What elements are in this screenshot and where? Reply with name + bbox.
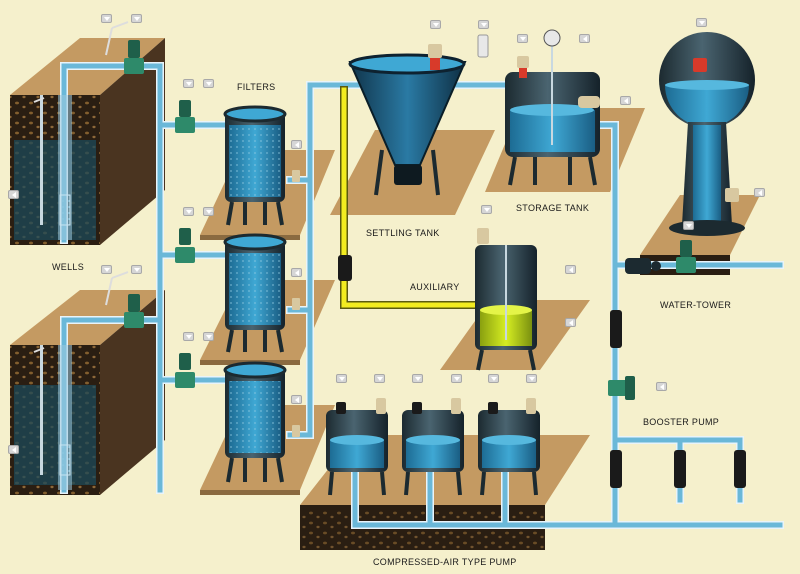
pump-tank-3	[478, 410, 540, 496]
storage-probe-icon	[543, 29, 561, 47]
dropdown-well-bottom-meter-button[interactable]	[131, 265, 142, 274]
storage-tank	[505, 45, 600, 186]
valve-filter-1-icon	[175, 100, 195, 133]
tower-pressure-sensor-icon	[725, 188, 739, 202]
dropdown-tower-valve-button[interactable]	[683, 221, 694, 230]
dropdown-filter-1-valve-button[interactable]	[183, 79, 194, 88]
auxiliary-tank	[475, 245, 537, 371]
dropdown-tower-top-button[interactable]	[696, 18, 707, 27]
side-well-bottom-button[interactable]	[8, 445, 19, 454]
dropdown-pump-3-gauge-button[interactable]	[526, 374, 537, 383]
aux-sensor-icon	[477, 228, 489, 244]
dropdown-well-bottom-button[interactable]	[101, 265, 112, 274]
dropdown-pump-2-sensor-button[interactable]	[412, 374, 423, 383]
tower-pump-icon	[625, 258, 661, 274]
dropdown-filter-2-valve-button[interactable]	[183, 207, 194, 216]
valve-well-top-icon	[124, 40, 144, 74]
side-filter-1-button[interactable]	[291, 140, 302, 149]
filter-2-sensor-icon	[292, 298, 300, 310]
pump-2-sensor-icon	[412, 402, 422, 414]
side-well-top-button[interactable]	[8, 190, 19, 199]
water-tower	[659, 32, 755, 236]
valve-filter-3-icon	[175, 353, 195, 388]
storage-sensor-icon	[517, 56, 529, 78]
dropdown-settling-level-button[interactable]	[478, 20, 489, 29]
label-water-tower: WATER-TOWER	[660, 300, 732, 310]
dropdown-well-top-meter-button[interactable]	[131, 14, 142, 23]
pump-1-sensor-icon	[336, 402, 346, 414]
pump-tank-2	[402, 410, 464, 496]
well-bottom	[33, 271, 129, 490]
settling-level-sensor-icon	[477, 34, 489, 58]
filter-tank-2	[223, 233, 287, 353]
pump-tank-1	[326, 410, 388, 496]
label-filters: FILTERS	[237, 82, 276, 92]
pump-3-gauge-icon	[526, 398, 536, 414]
dropdown-settling-sensor-button[interactable]	[430, 20, 441, 29]
well-top	[33, 21, 129, 240]
pump-3-sensor-icon	[488, 402, 498, 414]
sensor-icons	[292, 29, 739, 437]
label-compressed-air-pump: COMPRESSED-AIR TYPE PUMP	[373, 557, 517, 567]
dropdown-well-top-button[interactable]	[101, 14, 112, 23]
settling-sensor-icon	[428, 44, 442, 70]
label-settling-tank: SETTLING TANK	[366, 228, 440, 238]
dropdown-storage-sensor-button[interactable]	[517, 34, 528, 43]
filter-tank-1	[223, 105, 287, 226]
valve-filter-2-icon	[175, 228, 195, 263]
dropdown-pump-1-sensor-button[interactable]	[336, 374, 347, 383]
label-wells: WELLS	[52, 262, 85, 272]
tower-top-sensor-icon	[693, 58, 707, 72]
booster-pump-icon	[608, 376, 635, 400]
storage-level-switch-icon	[578, 96, 600, 108]
side-storage-probe-button[interactable]	[579, 34, 590, 43]
side-tower-pressure-button[interactable]	[754, 188, 765, 197]
pump-1-gauge-icon	[376, 398, 386, 414]
valve-tower-icon	[676, 240, 696, 273]
filter-tank-3	[223, 361, 287, 483]
side-storage-switch-button[interactable]	[620, 96, 631, 105]
dropdown-aux-sensor-button[interactable]	[481, 205, 492, 214]
dropdown-pump-3-sensor-button[interactable]	[488, 374, 499, 383]
side-booster-button[interactable]	[656, 382, 667, 391]
flow-meter-valve-icons	[124, 40, 696, 400]
settling-tank	[348, 53, 467, 196]
valve-well-bottom-icon	[124, 294, 144, 328]
dropdown-pump-1-gauge-button[interactable]	[374, 374, 385, 383]
dropdown-filter-1-meter-button[interactable]	[203, 79, 214, 88]
filter-3-sensor-icon	[292, 425, 300, 437]
inline-valve-icons	[338, 255, 746, 488]
dropdown-filter-2-meter-button[interactable]	[203, 207, 214, 216]
label-storage-tank: STORAGE TANK	[516, 203, 590, 213]
label-booster-pump: BOOSTER PUMP	[643, 417, 720, 427]
side-aux-top-button[interactable]	[565, 265, 576, 274]
well-ground-bottom	[10, 290, 165, 495]
side-filter-3-button[interactable]	[291, 395, 302, 404]
filter-1-sensor-icon	[292, 170, 300, 182]
dropdown-filter-3-valve-button[interactable]	[183, 332, 194, 341]
side-aux-bottom-button[interactable]	[565, 318, 576, 327]
pump-2-gauge-icon	[451, 398, 461, 414]
well-ground-top	[10, 38, 165, 245]
side-filter-2-button[interactable]	[291, 268, 302, 277]
dropdown-filter-3-meter-button[interactable]	[203, 332, 214, 341]
label-auxiliary: AUXILIARY	[410, 282, 460, 292]
dropdown-pump-2-gauge-button[interactable]	[451, 374, 462, 383]
